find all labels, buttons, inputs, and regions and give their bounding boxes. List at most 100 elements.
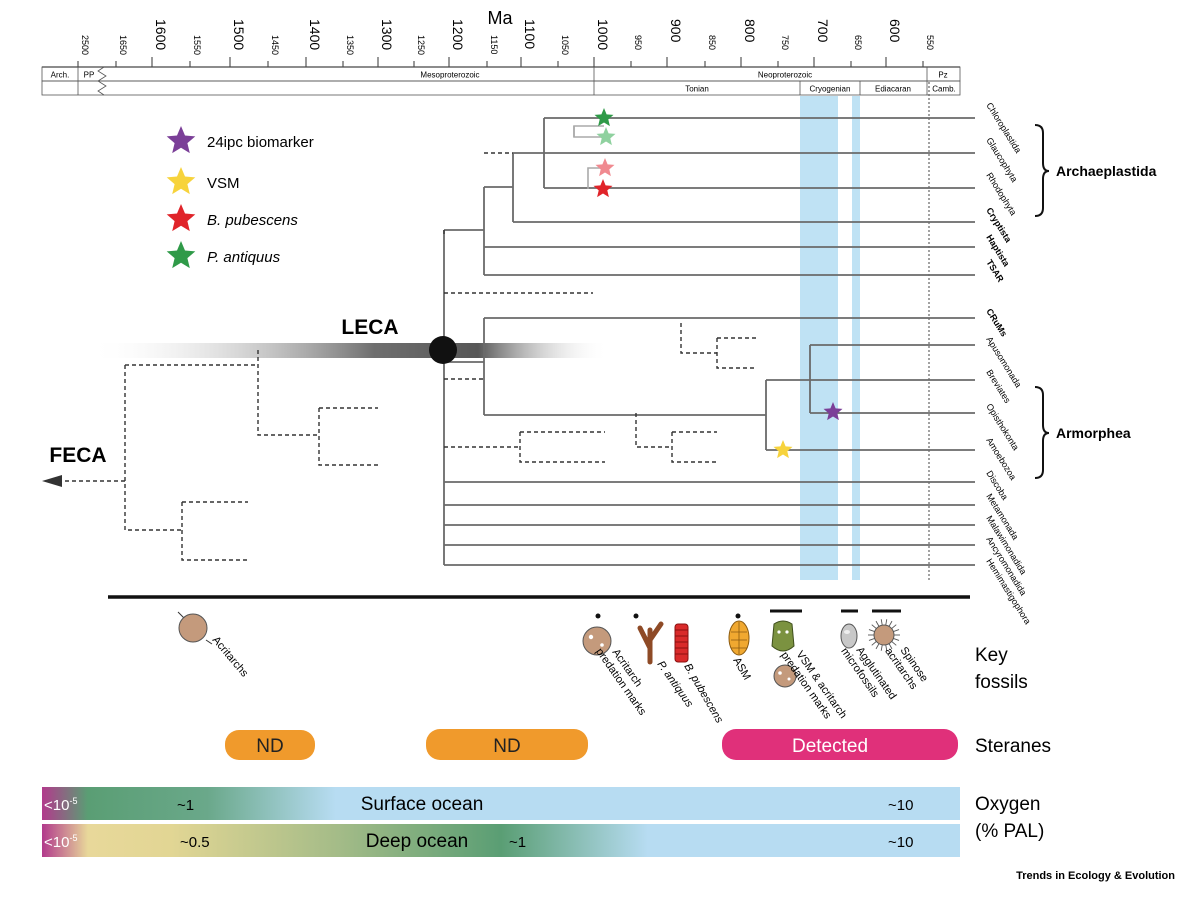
pp-break-mark <box>97 66 107 96</box>
legend-star-icon <box>166 167 196 195</box>
timescale-tick-label: 950 <box>633 35 643 50</box>
period-label: Ediacaran <box>875 85 911 94</box>
spine <box>880 644 883 651</box>
steranes-row: ND ND Detected <box>225 729 958 760</box>
timescale-tick-label: 900 <box>668 19 684 43</box>
spine <box>885 644 888 651</box>
key-fossils: Acritarchs Acritarch predation marks P. … <box>177 609 930 726</box>
hole <box>588 634 594 640</box>
spine <box>891 641 897 646</box>
eon-label: Mesoproterozoic <box>420 71 479 80</box>
surface-ocean-bar <box>42 787 960 820</box>
fossil-star-icon <box>773 440 793 459</box>
timescale-tick-label: 1550 <box>192 35 202 55</box>
period-label: Tonian <box>685 85 709 94</box>
archaeplastida-label: Archaeplastida <box>1056 163 1157 179</box>
oxygen-value: ~1 <box>509 834 526 851</box>
prey-cell <box>773 664 797 688</box>
timescale-tick-label: 2500 <box>80 35 90 55</box>
deep-ocean-bar <box>42 824 960 857</box>
age-dot <box>633 613 639 619</box>
eon-row <box>41 66 961 82</box>
journal-credit: Trends in Ecology & Evolution <box>1016 870 1175 882</box>
acritarch-icon <box>177 611 213 645</box>
stem-branch <box>680 323 717 354</box>
agglutinated-icon <box>840 623 858 649</box>
age-dot <box>595 613 601 619</box>
spine <box>871 641 877 646</box>
asm-icon <box>728 620 750 656</box>
feca-arrowhead <box>42 475 62 487</box>
test <box>840 623 858 649</box>
marinoan-band <box>852 96 860 580</box>
armorphea-label: Armorphea <box>1056 425 1131 441</box>
legend-label: VSM <box>207 175 240 192</box>
stem-branch <box>257 350 319 436</box>
timescale-tick-label: 800 <box>742 19 758 43</box>
hole <box>785 630 789 634</box>
stem-branch <box>635 413 672 448</box>
link <box>573 126 605 138</box>
fossil-label: ASM <box>730 656 752 683</box>
feca-label: FECA <box>49 444 106 467</box>
hole <box>777 630 781 634</box>
stem-branch <box>716 337 757 369</box>
sterane-pill-label: ND <box>256 736 283 757</box>
spinose-body <box>873 624 895 646</box>
age-dot <box>735 613 741 619</box>
spine <box>893 629 900 633</box>
sterane-pill-nd <box>225 730 315 760</box>
phylogenetic-tree <box>443 117 975 566</box>
acritarch-body <box>178 613 208 643</box>
spine <box>875 620 880 627</box>
value-exponent: -5 <box>69 796 77 806</box>
cell <box>582 626 612 656</box>
legend-star-icon <box>166 126 196 154</box>
value-exponent: -5 <box>69 833 77 843</box>
fossil-star-icon <box>595 158 615 177</box>
spine <box>868 629 875 633</box>
legend-label: P. antiquus <box>207 249 281 266</box>
filament <box>674 623 689 663</box>
timescale-tick-label: 1450 <box>270 35 280 55</box>
spine <box>205 639 213 645</box>
eon-label: Arch. <box>51 71 70 80</box>
timescale-unit-label: Ma <box>487 8 513 28</box>
spine <box>868 637 875 641</box>
timescale-tick-label: 1300 <box>379 19 395 50</box>
label-line: (% PAL) <box>975 821 1044 842</box>
spine <box>875 643 880 650</box>
texture <box>844 630 850 634</box>
leca-label: LECA <box>341 316 398 339</box>
label-line: Oxygen <box>975 794 1040 815</box>
vsm-icon <box>771 620 797 688</box>
timescale-tick-label: 1150 <box>489 35 499 54</box>
label-line: fossils <box>975 672 1028 693</box>
timescale-tick-label: 650 <box>853 35 863 50</box>
oxygen-label: Oxygen (% PAL) <box>975 794 1046 842</box>
stem-branch <box>124 365 182 531</box>
value-text: <10 <box>44 834 69 851</box>
fossil-label: Acritarchs <box>210 634 251 680</box>
b-pubescens-icon <box>674 623 689 663</box>
acritarch-predation-icon <box>582 626 612 656</box>
timescale-tick-label: 850 <box>707 35 717 50</box>
deep-ocean-label: Deep ocean <box>366 831 468 852</box>
value-text: <10 <box>44 797 69 814</box>
sterane-pill-label: Detected <box>792 736 868 757</box>
surface-ocean-label: Surface ocean <box>361 794 484 815</box>
spine <box>893 637 900 641</box>
timescale-tick-label: 550 <box>925 35 935 50</box>
leca-node <box>429 336 457 364</box>
spine <box>885 619 888 626</box>
timescale-tick-label: 1050 <box>560 35 570 55</box>
timescale-tick-label: 1100 <box>522 19 538 49</box>
timescale-tick-label: 1200 <box>450 19 466 50</box>
taxon-labels: ChloroplastidaGlaucophytaRhodophytaCrypt… <box>984 101 1033 626</box>
timescale-tick-label: 600 <box>887 19 903 43</box>
spine <box>888 643 893 650</box>
thallus <box>637 625 653 651</box>
spine <box>888 620 893 627</box>
